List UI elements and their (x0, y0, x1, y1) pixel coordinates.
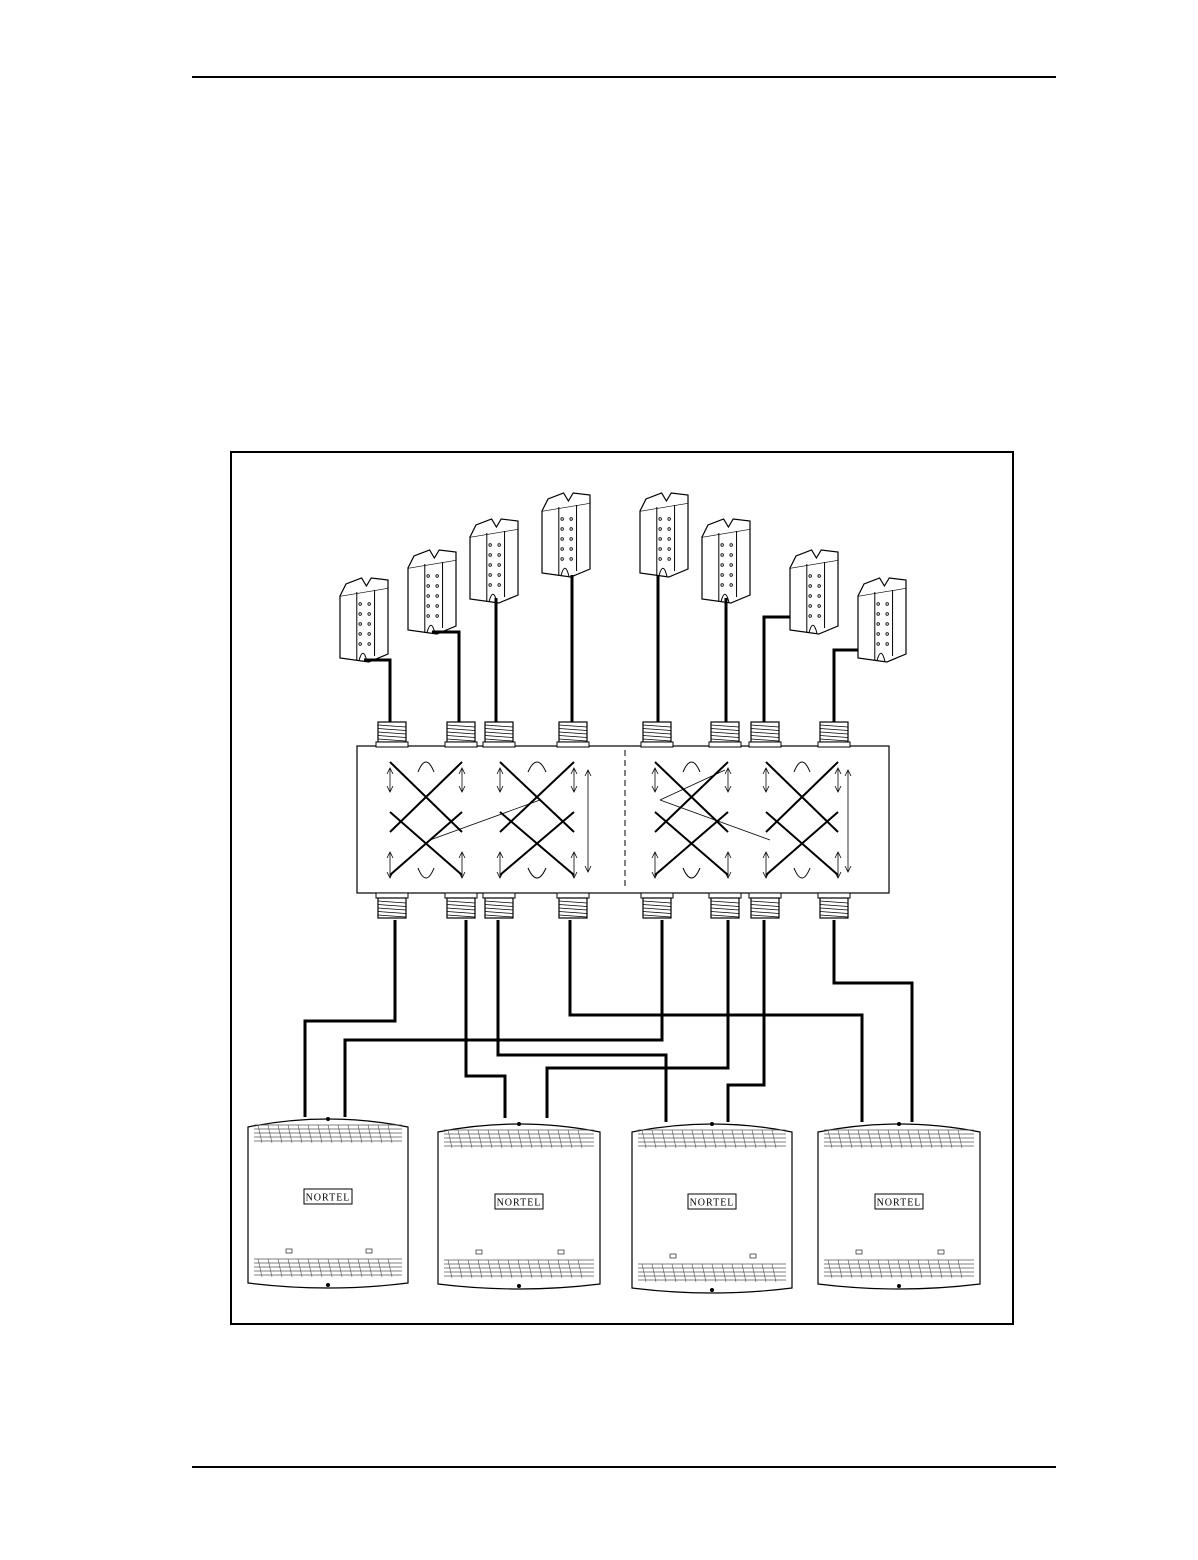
coax-connector-icon (485, 722, 513, 742)
antenna-cable (834, 650, 858, 722)
unit-group: NORTEL NORTEL NORTEL NORTEL (248, 1117, 980, 1293)
connector-flange (445, 742, 477, 747)
coax-connector-icon (820, 898, 848, 918)
connector-flange (818, 893, 850, 898)
antenna-icon (408, 550, 456, 634)
coax-connector-icon (447, 898, 475, 918)
antenna-icon (340, 578, 388, 662)
connector-flange (483, 742, 515, 747)
antenna-icon (640, 493, 688, 577)
connector-flange (818, 742, 850, 747)
connector-flange (749, 893, 781, 898)
coax-connector-icon (643, 898, 671, 918)
connector-flange (749, 742, 781, 747)
connector-flange (376, 893, 408, 898)
base-station-unit-icon: NORTEL (248, 1117, 408, 1288)
unit-brand-label: NORTEL (306, 1193, 351, 1204)
unit-brand-label: NORTEL (690, 1198, 735, 1209)
coax-connector-icon (559, 722, 587, 742)
antenna-icon (470, 519, 518, 603)
unit-brand-label: NORTEL (877, 1198, 922, 1209)
coax-connector-icon (751, 722, 779, 742)
unit-brand-label: NORTEL (497, 1198, 542, 1209)
coax-connector-icon (559, 898, 587, 918)
coax-connector-icon (447, 722, 475, 742)
connector-flange (376, 742, 408, 747)
antenna-cable (764, 617, 790, 722)
unit-cable (547, 920, 728, 1118)
connector-flange (641, 742, 673, 747)
base-station-unit-icon: NORTEL (438, 1122, 600, 1289)
connector-flange (445, 893, 477, 898)
coax-connector-icon (711, 722, 739, 742)
antenna-group (340, 493, 906, 662)
base-station-unit-icon: NORTEL (632, 1122, 792, 1293)
coax-connector-icon (378, 722, 406, 742)
coax-connector-icon (485, 898, 513, 918)
antenna-cable (432, 632, 459, 722)
unit-cable (498, 920, 666, 1122)
connector-flange (709, 742, 741, 747)
unit-cable (305, 920, 395, 1117)
coax-connector-icon (378, 898, 406, 918)
base-station-unit-icon: NORTEL (818, 1122, 980, 1289)
coax-connector-icon (820, 722, 848, 742)
antenna-icon (542, 493, 590, 577)
connector-flange (557, 893, 589, 898)
connector-flange (483, 893, 515, 898)
unit-cable-group (305, 920, 912, 1122)
antenna-cable (364, 660, 390, 722)
connector-flange (641, 893, 673, 898)
antenna-icon (702, 519, 750, 603)
connector-flange (557, 742, 589, 747)
connector-flange (709, 893, 741, 898)
unit-cable (570, 920, 862, 1122)
coax-connector-icon (711, 898, 739, 918)
unit-cable (728, 920, 764, 1122)
antenna-icon (858, 578, 906, 662)
splitter-panel (357, 746, 889, 893)
coax-connector-icon (643, 722, 671, 742)
antenna-icon (790, 550, 838, 634)
unit-cable (834, 920, 912, 1122)
coax-connector-icon (751, 898, 779, 918)
